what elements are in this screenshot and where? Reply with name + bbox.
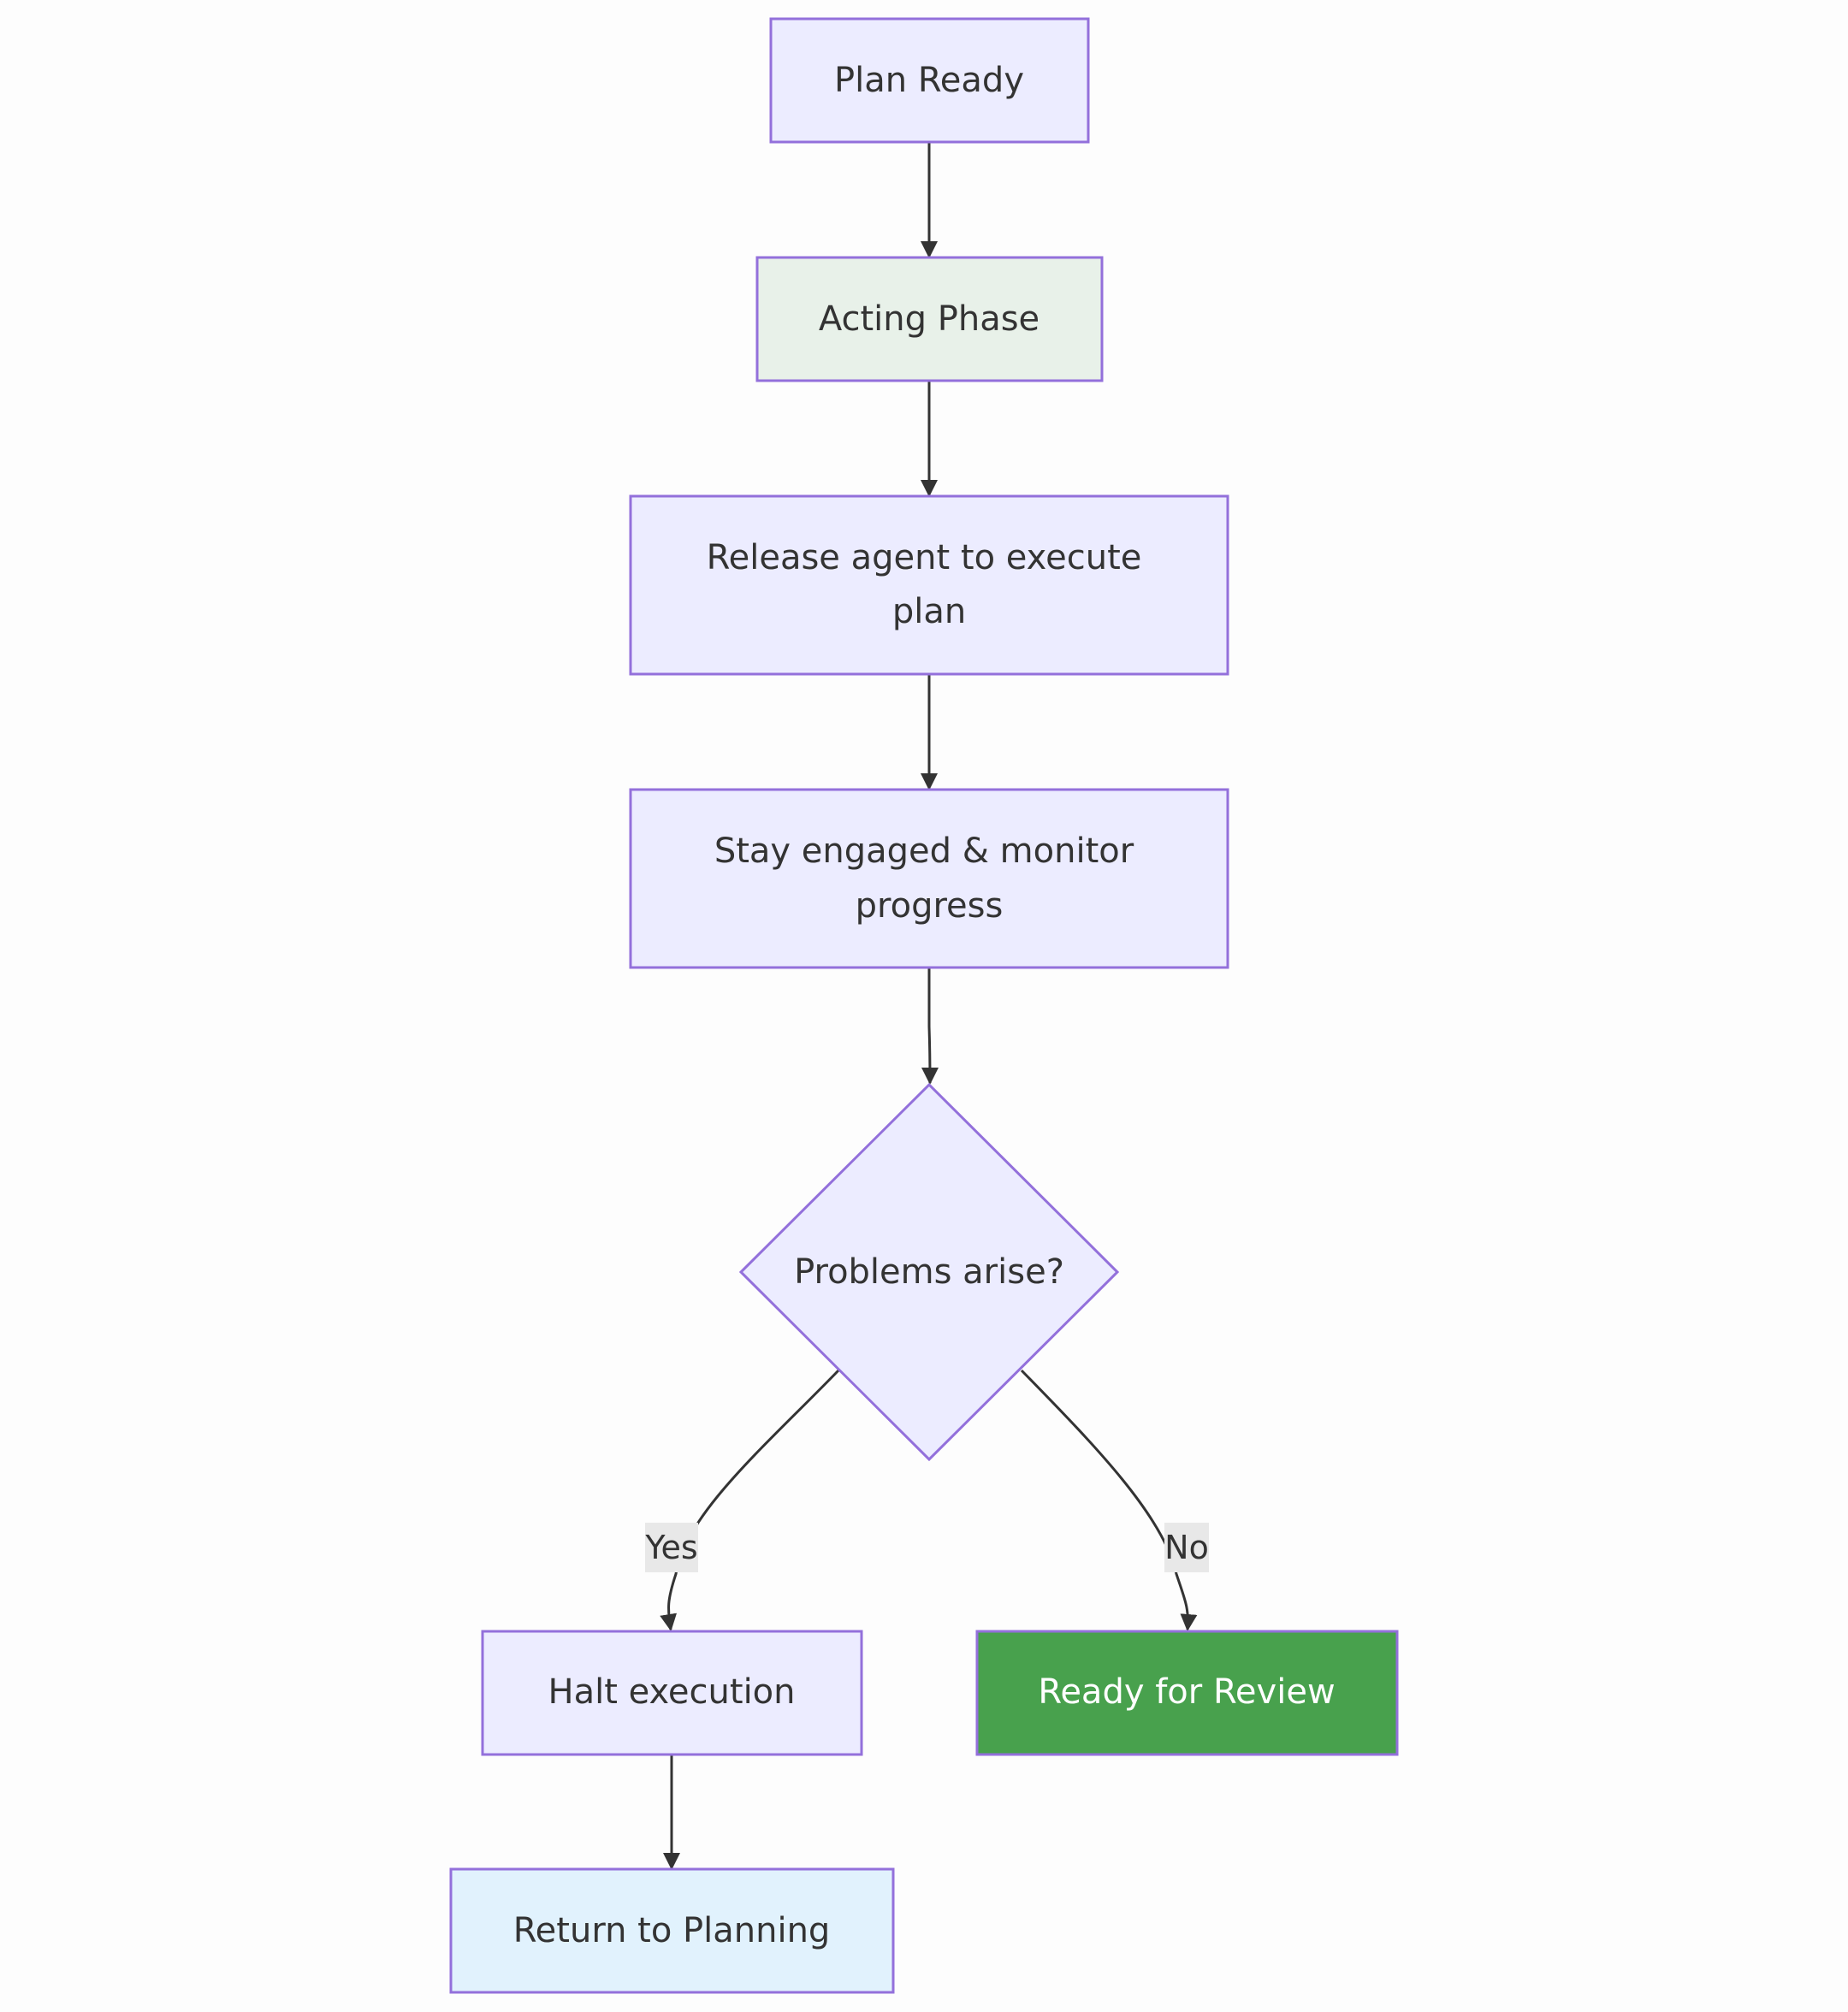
node-stay-engaged-label-line1: Stay engaged & monitor (714, 831, 1134, 871)
node-problems-arise: Problems arise? (738, 1082, 1120, 1462)
node-acting-phase-label: Acting Phase (819, 299, 1040, 339)
node-plan-ready: Plan Ready (769, 17, 1090, 144)
node-release-agent-box (629, 494, 1229, 676)
node-acting-phase: Acting Phase (755, 256, 1104, 382)
edge-decision-yes (660, 1369, 840, 1631)
edge-label-no-bg (1164, 1523, 1209, 1572)
edge-label-yes-bg (645, 1523, 698, 1572)
node-ready-for-review-box (975, 1630, 1399, 1756)
node-problems-arise-label: Problems arise? (794, 1252, 1064, 1292)
node-acting-phase-box (755, 256, 1104, 382)
edges (660, 142, 1198, 1870)
node-halt-execution-box (481, 1630, 863, 1756)
edge-label-no-text: No (1164, 1529, 1209, 1566)
node-release-agent-label-line1: Release agent to execute (707, 538, 1142, 577)
node-release-agent: Release agent to execute plan (629, 494, 1229, 676)
node-halt-execution-label: Halt execution (548, 1672, 795, 1712)
node-plan-ready-box (769, 17, 1090, 144)
node-return-to-planning-label: Return to Planning (513, 1911, 831, 1950)
node-plan-ready-label: Plan Ready (834, 61, 1024, 100)
node-problems-arise-diamond (738, 1082, 1120, 1462)
node-stay-engaged-box (629, 788, 1229, 969)
node-stay-engaged-label-line2: progress (856, 886, 1004, 926)
node-halt-execution: Halt execution (481, 1630, 863, 1756)
node-release-agent-label-line2: plan (892, 592, 966, 631)
edge-label-no: No (1164, 1523, 1209, 1572)
edge-label-yes-text: Yes (644, 1529, 697, 1566)
edge-label-yes: Yes (644, 1523, 698, 1572)
node-return-to-planning: Return to Planning (449, 1867, 895, 1994)
node-return-to-planning-box (449, 1867, 895, 1994)
node-ready-for-review: Ready for Review (975, 1630, 1399, 1756)
edge-stay-to-decision (921, 968, 939, 1085)
node-stay-engaged: Stay engaged & monitor progress (629, 788, 1229, 969)
node-ready-for-review-label: Ready for Review (1038, 1672, 1335, 1712)
edge-decision-no (1020, 1369, 1198, 1631)
